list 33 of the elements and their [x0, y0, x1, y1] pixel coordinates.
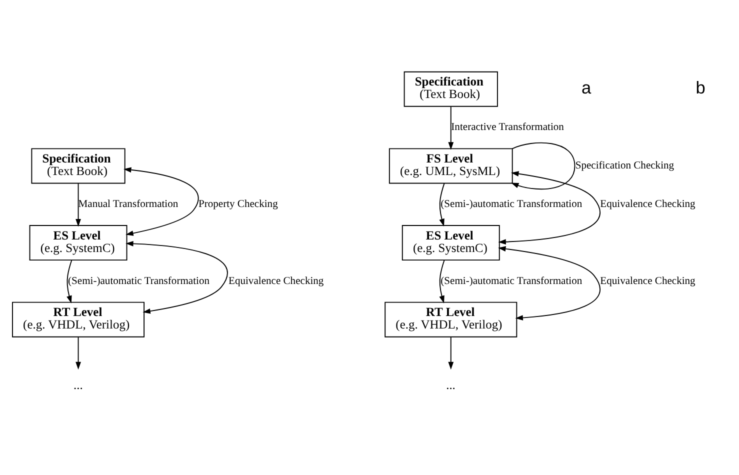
edge-label: (Semi-)automatic Transformation [68, 276, 210, 287]
arrow [66, 260, 72, 304]
node-box: Specification (Text Book) [31, 148, 126, 184]
edge-label: (Semi-)automatic Transformation [440, 276, 582, 287]
node-box: FS Level (e.g. UML, SysML) [388, 148, 513, 184]
arrow [511, 142, 576, 190]
label: b [696, 77, 706, 98]
edge-label: Property Checking [198, 199, 278, 210]
node-box: ES Level (e.g. SystemC) [402, 225, 500, 261]
arrow [76, 183, 81, 227]
edge-label: Equivalence Checking [600, 199, 696, 210]
arrow [498, 246, 601, 320]
node-box: RT Level (e.g. VHDL, Verilog) [12, 302, 145, 338]
edge-label: Equivalence Checking [228, 276, 324, 287]
arrow [498, 171, 601, 245]
edge-label: Manual Transformation [78, 199, 178, 210]
arrow [439, 182, 445, 227]
arrow [448, 336, 454, 370]
arrow [126, 241, 228, 314]
node-text: ... [446, 378, 456, 392]
edge-label: Interactive Transformation [451, 122, 564, 134]
arrow [448, 106, 454, 150]
edge-label: Specification Checking [575, 160, 674, 172]
arrow [439, 260, 445, 304]
node-box: Specification (Text Book) [404, 71, 498, 107]
arrow [124, 167, 199, 236]
node-text: ... [73, 378, 83, 392]
edge-label: Equivalence Checking [600, 276, 696, 287]
edge-label: (Semi-)automatic Transformation [440, 199, 582, 210]
arrow [76, 336, 81, 370]
label: a [581, 77, 592, 98]
node-box: RT Level (e.g. VHDL, Verilog) [384, 302, 518, 338]
node-box: ES Level (e.g. SystemC) [29, 225, 128, 261]
